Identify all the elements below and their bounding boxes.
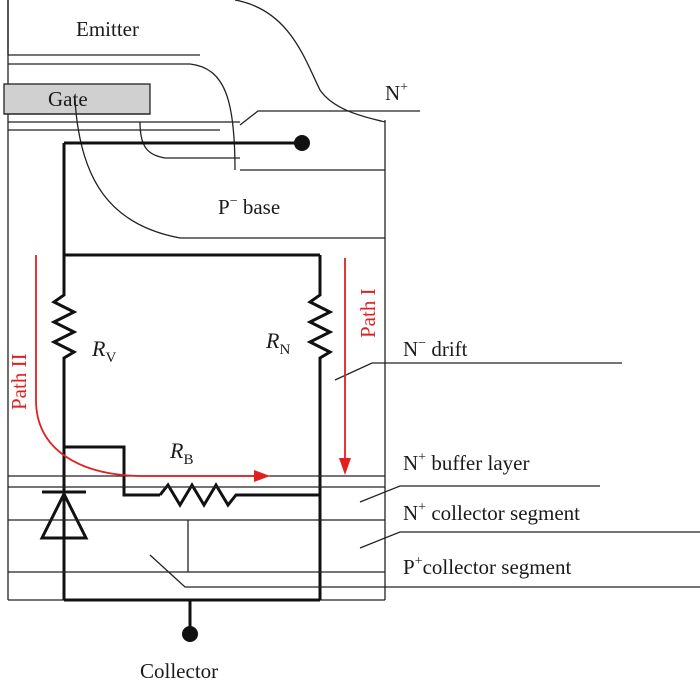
n-drift-label: N− drift xyxy=(403,336,468,361)
leader-lines xyxy=(149,362,700,588)
p-base-region xyxy=(74,99,385,239)
resistor-rb xyxy=(158,482,320,508)
resistor-rn xyxy=(306,255,334,600)
n-collector-label: N+ collector segment xyxy=(403,500,580,525)
gate-electrode xyxy=(3,83,151,115)
p-base-label: P− base xyxy=(218,194,280,219)
gate-label: Gate xyxy=(48,87,88,111)
diode-symbol xyxy=(39,447,89,600)
rn-label: RN xyxy=(265,328,290,358)
path-2-arrow xyxy=(35,255,268,477)
emitter-contour xyxy=(7,0,386,171)
emitter-label: Emitter xyxy=(76,17,139,41)
collector-node xyxy=(182,626,198,642)
emitter-node xyxy=(294,135,310,151)
rv-label: RV xyxy=(91,336,116,366)
rb-label: RB xyxy=(169,438,193,468)
path-2-label: Path II xyxy=(7,353,31,410)
resistor-rv xyxy=(50,255,78,447)
equivalent-circuit xyxy=(39,135,334,642)
n-buffer-label: N+ buffer layer xyxy=(403,450,529,475)
p-collector-label: P+collector segment xyxy=(403,554,571,579)
n-plus-label: N+ xyxy=(385,80,408,105)
collector-label: Collector xyxy=(140,659,218,683)
path-1-label: Path I xyxy=(356,288,380,338)
current-paths xyxy=(35,255,351,482)
n-plus-source-region xyxy=(8,110,420,171)
